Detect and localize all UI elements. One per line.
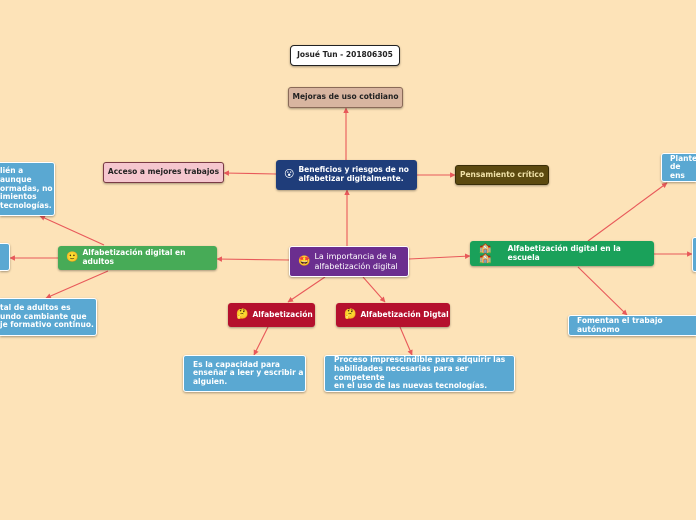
smiling-face-icon: 🙂: [66, 252, 79, 263]
edge-central-alfdigital: [362, 276, 386, 303]
node-escuela[interactable]: 🏫🏫 Alfabetización digital en la escuela: [470, 241, 654, 266]
beneficios-line-1: Beneficios y riesgos de no: [298, 165, 409, 175]
node-mejoras[interactable]: Mejoras de uso cotidiano: [288, 87, 403, 108]
node-left-middle[interactable]: [0, 243, 10, 271]
node-adultos[interactable]: 🙂 Alfabetización digital en adultos: [58, 246, 217, 270]
def-alf-line-1: Es la capacidad para: [193, 359, 280, 369]
left-top-line-5: tecnologías.: [0, 200, 52, 210]
left-top-line-2: aunque: [0, 175, 32, 185]
edge-escuela-fomentan: [577, 266, 628, 316]
thinking-face-icon: 🤔: [236, 309, 249, 320]
node-alf-digital[interactable]: 🤔 Alfabetización Digtal: [336, 303, 450, 327]
beneficios-line-2: alfabetizar digitalmente.: [298, 174, 404, 183]
def-digital-line-1: Proceso imprescindible para adquirir las: [334, 355, 506, 365]
left-top-line-3: ormadas, no: [0, 183, 53, 193]
escuela-label: Alfabetización digital en la escuela: [507, 243, 621, 262]
def-digital-line-2: habilidades necesarias para ser competen…: [334, 363, 469, 382]
edge-alfabetizacion-def: [253, 326, 269, 356]
left-top-line-4: imientos: [0, 192, 37, 202]
edge-central-escuela: [408, 253, 471, 260]
def-alf-line-3: alguien.: [193, 376, 228, 386]
alf-digital-label: Alfabetización Digtal: [360, 309, 449, 319]
edge-beneficios-acceso: [223, 170, 277, 176]
central-line-2: alfabetización digital: [314, 261, 398, 271]
node-central[interactable]: 🤩 La importancia de la alfabetización di…: [289, 246, 409, 277]
plantea-line-2: de ens: [670, 162, 685, 180]
node-plantea[interactable]: Plantea de ens: [661, 153, 696, 182]
def-alf-line-2: enseñar a leer y escribir a: [193, 368, 304, 378]
node-beneficios[interactable]: 😮 Beneficios y riesgos de no alfabetizar…: [276, 160, 417, 190]
adultos-label: Alfabetización digital en adultos: [82, 248, 186, 266]
left-bottom-line-3: je formativo continuo.: [0, 320, 94, 330]
title-label: Josué Tun - 201806305: [297, 50, 393, 60]
alfabetizacion-label: Alfabetización: [252, 309, 313, 319]
edge-escuela-plantea: [587, 182, 668, 242]
node-pensamiento[interactable]: Pensamiento crítico: [455, 165, 549, 185]
edge-central-alfabetizacion: [287, 276, 326, 303]
left-bottom-line-1: tal de adultos es: [0, 303, 71, 313]
astonished-face-icon: 😮: [284, 169, 295, 180]
edge-central-adultos: [216, 256, 290, 262]
central-line-1: La importancia de la: [314, 252, 397, 262]
node-def-digital[interactable]: Proceso imprescindible para adquirir las…: [324, 355, 515, 392]
node-acceso[interactable]: Acceso a mejores trabajos: [103, 162, 224, 183]
def-digital-line-3: en el uso de las nuevas tecnologías.: [334, 381, 488, 391]
node-left-top[interactable]: lién a aunque ormadas, no imientos tecno…: [0, 162, 55, 216]
edge-adultos-lefttop: [39, 215, 105, 246]
thinking-face-icon: 🤔: [344, 309, 357, 320]
edge-alfdigital-def: [399, 326, 413, 356]
fomentan-label: Fomentan el trabajo autónomo: [577, 315, 663, 334]
node-alfabetizacion[interactable]: 🤔 Alfabetización: [228, 303, 315, 327]
acceso-label: Acceso a mejores trabajos: [107, 167, 220, 177]
title-node[interactable]: Josué Tun - 201806305: [290, 45, 400, 66]
left-top-line-1: lién a: [0, 166, 24, 176]
left-bottom-line-2: undo cambiante que: [0, 311, 87, 321]
node-def-alfabetizacion[interactable]: Es la capacidad para enseñar a leer y es…: [183, 355, 306, 392]
node-right-edge[interactable]: [692, 237, 696, 272]
star-struck-face-icon: 🤩: [298, 255, 311, 267]
plantea-line-1: Plantea: [670, 153, 696, 163]
mejoras-label: Mejoras de uso cotidiano: [292, 92, 399, 102]
edge-adultos-leftbottom: [45, 270, 109, 299]
pensamiento-label: Pensamiento crítico: [459, 169, 545, 179]
node-left-bottom[interactable]: tal de adultos es undo cambiante que je …: [0, 298, 97, 336]
node-fomentan[interactable]: Fomentan el trabajo autónomo: [568, 315, 696, 336]
school-icon: 🏫🏫: [479, 242, 492, 264]
